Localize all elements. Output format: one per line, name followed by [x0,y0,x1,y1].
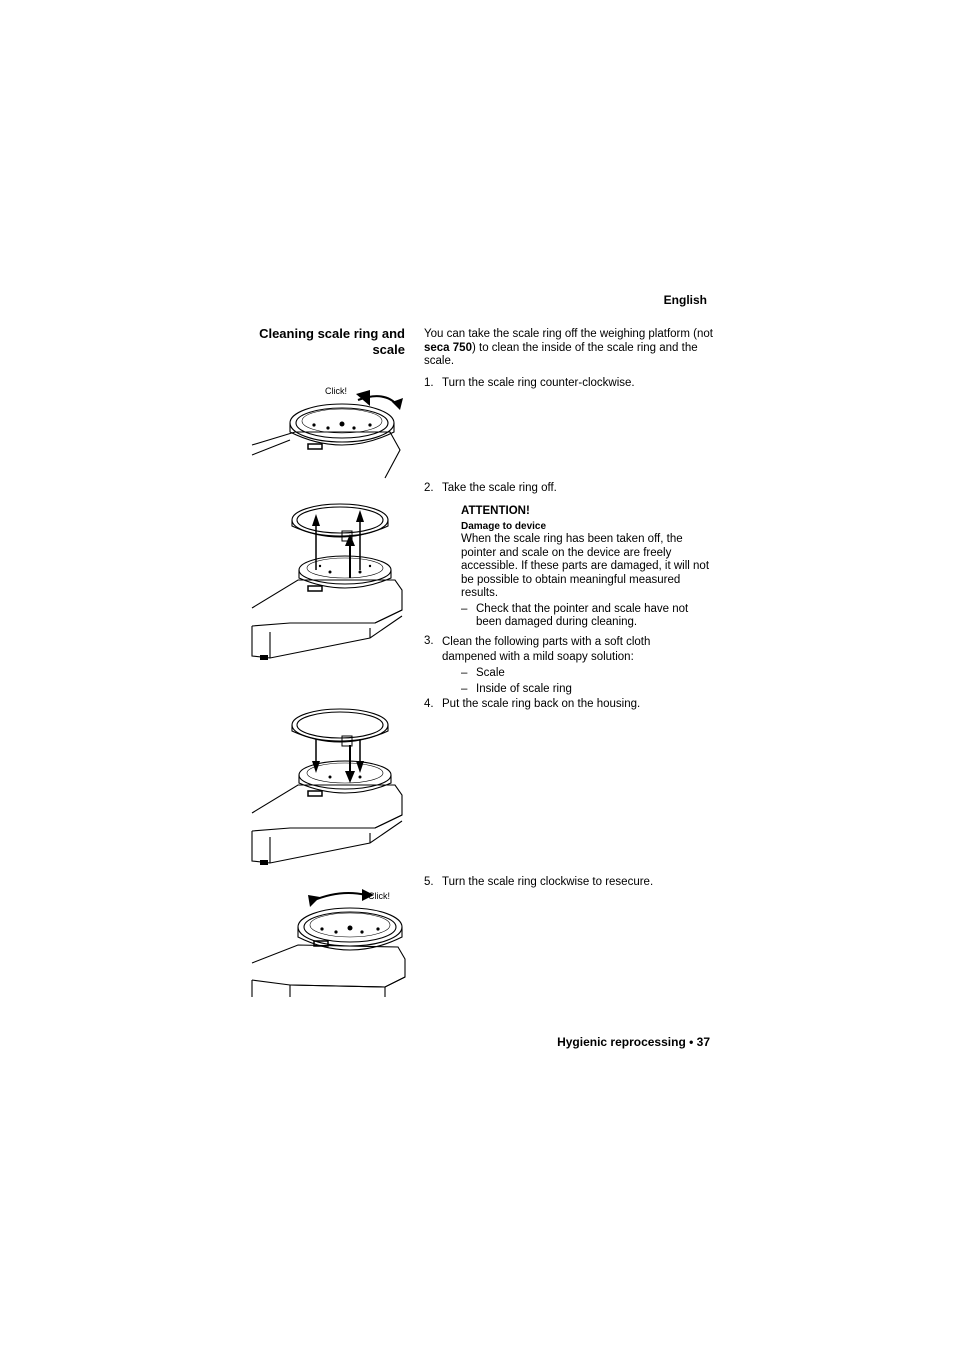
dash-bullet: – [461,682,468,695]
dash-bullet: – [461,602,468,615]
figure-turn-clockwise: Click! [250,885,410,1000]
step-text: Put the scale ring back on the housing. [442,698,641,710]
attention-title: ATTENTION! [461,505,530,517]
step-text: Take the scale ring off. [442,482,557,494]
step-number: 3. [424,635,434,647]
click-label: Click! [368,891,390,901]
attention-box: ATTENTION! Damage to device When the sca… [461,505,711,630]
figure-ring-replaced [250,703,410,868]
language-header: English [663,293,707,307]
step-4: 4. Put the scale ring back on the housing… [424,698,714,712]
step-number: 5. [424,876,434,888]
attention-text: When the scale ring has been taken off, … [461,533,710,599]
scale-illustration [251,390,403,479]
step-number: 2. [424,482,434,494]
attention-action: –Check that the pointer and scale have n… [461,603,711,630]
page-footer: Hygienic reprocessing • 37 [557,1035,710,1049]
figure-turn-counterclockwise: Click! [250,380,410,480]
list-item: –Scale [461,666,701,682]
clean-parts-list: –Scale –Inside of scale ring [461,666,701,697]
attention-subtitle: Damage to device [461,520,547,532]
attention-action-text: Check that the pointer and scale have no… [476,602,689,629]
step-5: 5. Turn the scale ring clockwise to resec… [424,876,714,890]
intro-model: seca 750 [424,341,472,354]
intro-text-before: You can take the scale ring off the weig… [424,328,713,340]
scale-illustration [251,708,403,865]
section-title: Cleaning scale ring and scale [259,326,405,357]
scale-illustration [251,889,406,997]
step-text: Clean the following parts with a soft cl… [442,636,651,663]
scale-illustration [251,503,403,660]
intro-text-after: ) to clean the inside of the scale ring … [424,341,698,368]
step-text: Turn the scale ring clockwise to resecur… [442,876,654,888]
list-item: –Inside of scale ring [461,682,701,698]
list-item-text: Inside of scale ring [476,682,572,695]
step-3: 3. Clean the following parts with a soft … [424,635,669,665]
step-number: 1. [424,377,434,389]
click-label: Click! [325,386,347,396]
step-text: Turn the scale ring counter-clockwise. [442,377,635,389]
figure-ring-removed [250,498,410,663]
step-1: 1. Turn the scale ring counter-clockwise. [424,377,714,391]
dash-bullet: – [461,667,468,679]
step-2: 2. Take the scale ring off. [424,482,714,496]
intro-paragraph: You can take the scale ring off the weig… [424,328,714,369]
list-item-text: Scale [476,667,505,679]
step-number: 4. [424,698,434,710]
